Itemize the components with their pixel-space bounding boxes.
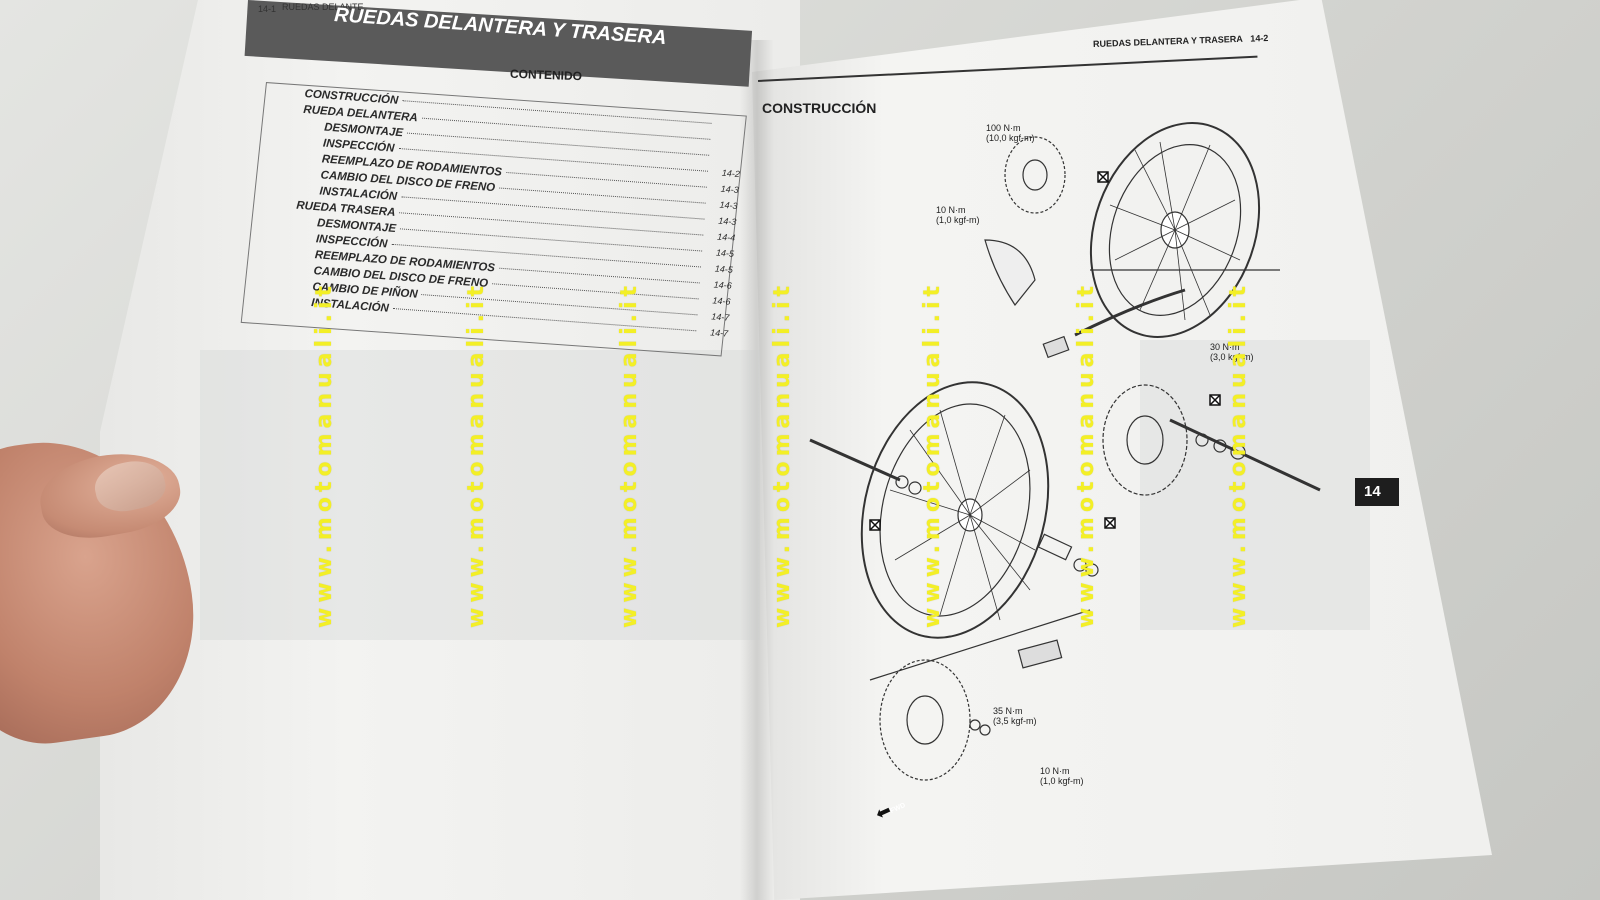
watermark: www.motomanuali.it [617, 280, 642, 628]
torque-label: 30 N·m(3,0 kgf-m) [1210, 342, 1254, 362]
watermark: www.motomanuali.it [312, 280, 337, 628]
chapter-tab: 14 [1355, 478, 1399, 506]
torque-label: 35 N·m(3,5 kgf-m) [993, 706, 1037, 726]
table-of-contents: CONSTRUCCIÓN RUEDA DELANTERA DESMONTAJE … [289, 88, 744, 344]
watermark: www.motomanuali.it [1074, 280, 1099, 628]
left-page [100, 0, 800, 900]
watermark: www.motomanuali.it [464, 280, 489, 628]
left-page-number: 14-1 [258, 4, 277, 14]
wheel-exploded-diagram [809, 122, 1321, 781]
torque-label: 100 N·m(10,0 kgf-m) [986, 123, 1035, 143]
toc-heading: CONTENIDO [509, 66, 583, 84]
bleed-through-block [200, 350, 760, 640]
section-title: CONSTRUCCIÓN [762, 100, 877, 116]
left-running-header: RUEDAS DELANTE [282, 2, 364, 12]
torque-label: 10 N·m(1,0 kgf-m) [1040, 766, 1084, 786]
watermark: www.motomanuali.it [770, 280, 795, 628]
bleed-through-block [1140, 340, 1370, 630]
book-gutter [740, 40, 774, 900]
watermark: www.motomanuali.it [920, 280, 945, 628]
torque-label: 10 N·m(1,0 kgf-m) [936, 205, 980, 225]
watermark: www.motomanuali.it [1226, 280, 1251, 628]
